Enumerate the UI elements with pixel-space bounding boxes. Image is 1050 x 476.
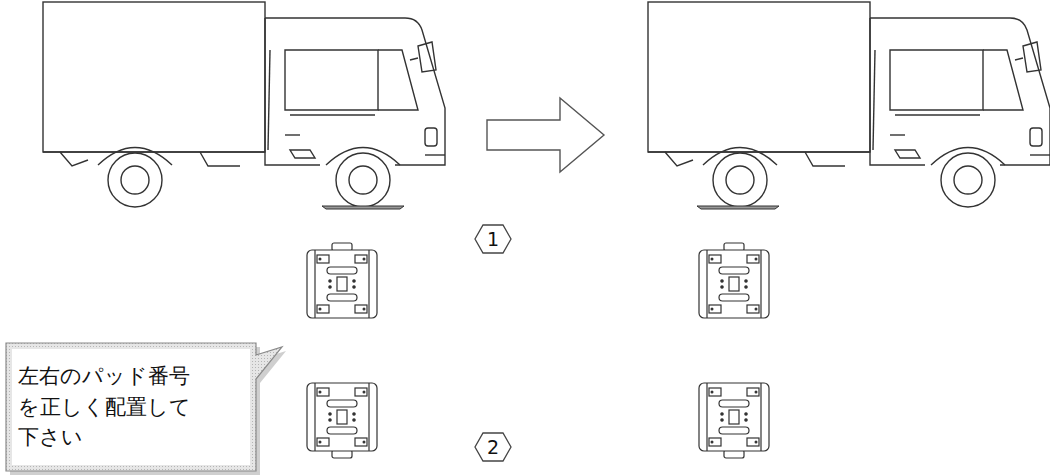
- note-text: 左右のパッド番号 を正しく配置して 下さい: [18, 361, 248, 452]
- callout-number: 1: [474, 224, 512, 254]
- pad-left-top: [307, 243, 377, 318]
- truck-left: [43, 2, 445, 207]
- plate-front: [322, 206, 404, 209]
- truck-right: [648, 2, 1050, 207]
- note-callout: 左右のパッド番号 を正しく配置して 下さい: [6, 343, 256, 471]
- callout-number: 2: [474, 432, 512, 462]
- pad-left-bottom: [307, 383, 377, 458]
- transition-arrow: [487, 98, 604, 172]
- pad-right-top: [699, 243, 769, 318]
- number-text: 2: [487, 438, 499, 457]
- plate-rear: [697, 206, 779, 209]
- number-text: 1: [487, 230, 499, 249]
- pad-right-bottom: [699, 383, 769, 458]
